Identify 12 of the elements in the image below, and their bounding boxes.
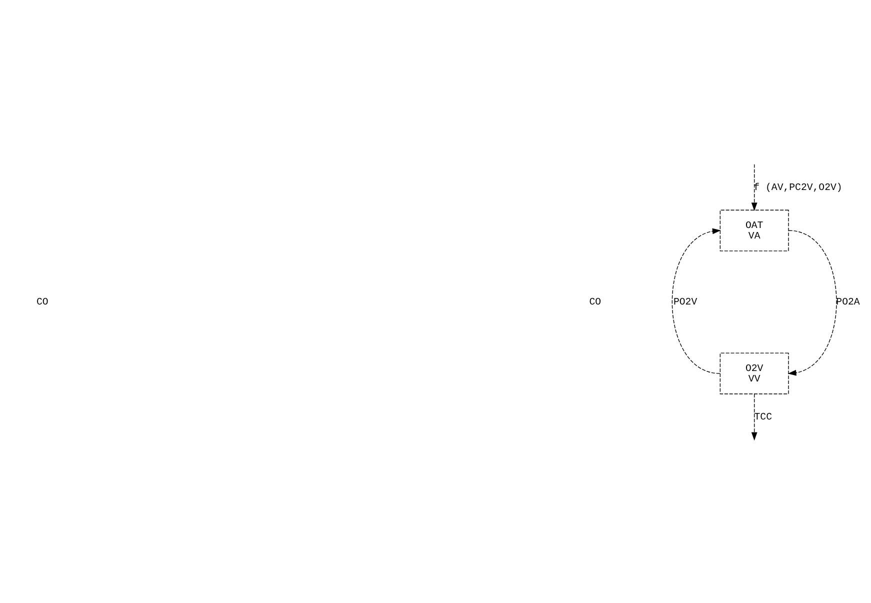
edge-label: f (AV,PC2V,O2V)	[754, 181, 842, 192]
arrow	[672, 228, 721, 374]
arrow	[788, 230, 837, 376]
label: CO	[36, 296, 48, 308]
node-box: O2V VV	[720, 352, 789, 394]
arrow	[751, 393, 758, 440]
label: CO	[589, 296, 602, 308]
edge-label: PO2A	[836, 296, 860, 308]
node-box: OAT VA	[720, 209, 789, 251]
edge-label: PO2V	[674, 296, 698, 308]
edge-label: TCC	[754, 410, 772, 422]
arrow	[751, 164, 758, 211]
